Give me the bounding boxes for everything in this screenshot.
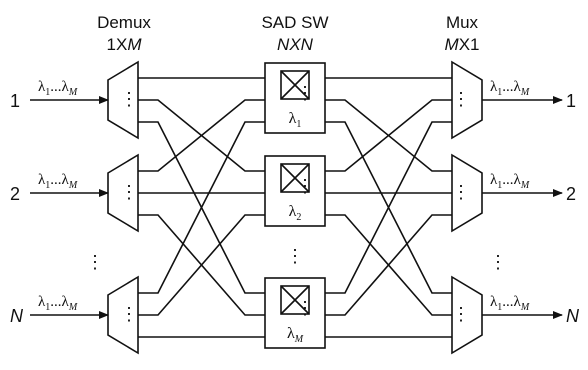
- switch-to-mux-link: [325, 214, 452, 316]
- demux-dots: ⋮: [120, 304, 138, 324]
- output-channel-label: λ1...λM: [490, 172, 530, 191]
- output-port-label: N: [566, 306, 580, 326]
- demux-block: [107, 60, 139, 140]
- port-ellipsis-right: ⋮: [489, 252, 507, 272]
- switch-inner-dots: ⋮: [296, 298, 314, 318]
- output-port-label: 1: [566, 91, 576, 111]
- demux-block: [107, 153, 139, 233]
- switch-wavelength-label: λ1: [289, 110, 302, 130]
- demux-header: Demux: [97, 13, 151, 32]
- demux-to-switch-link: [138, 99, 265, 172]
- input-port-label: N: [10, 306, 24, 326]
- mux-dimension: MX1: [445, 35, 480, 54]
- switch-wavelength-label: λ2: [289, 203, 302, 223]
- input-channel-label: λ1...λM: [38, 79, 78, 98]
- mux-block: [451, 153, 483, 233]
- output-port-label: 2: [566, 184, 576, 204]
- switch-to-mux-link: [325, 121, 452, 294]
- switch-inner-dots: ⋮: [296, 83, 314, 103]
- switch-to-mux-link: [325, 99, 452, 172]
- network-drawing: ⋮ ⋮ ⋮ λ1 ⋮ ⋮ ⋮ λ2 ⋮ ⋮ ⋮ λM 1 1 λ1...λM λ1...λM 2 2 λ1...λM…: [10, 60, 580, 355]
- mux-dots: ⋮: [452, 304, 470, 324]
- input-port-label: 1: [10, 91, 20, 111]
- port-ellipsis-left: ⋮: [86, 252, 104, 272]
- output-channel-label: λ1...λM: [490, 294, 530, 313]
- mux-dots: ⋮: [452, 182, 470, 202]
- switch-cross-icon: [280, 285, 310, 315]
- mux-dots: ⋮: [452, 89, 470, 109]
- mux-header: Mux: [446, 13, 479, 32]
- demux-dots: ⋮: [120, 182, 138, 202]
- demux-dimension: 1XM: [107, 35, 143, 54]
- mux-block: [451, 275, 483, 355]
- output-channel-label: λ1...λM: [490, 79, 530, 98]
- switch-cross-icon: [280, 163, 310, 193]
- demux-dots: ⋮: [120, 89, 138, 109]
- switch-wavelength-label: λM: [287, 325, 304, 345]
- demux-to-switch-link: [138, 121, 265, 294]
- switch-inner-dots: ⋮: [296, 176, 314, 196]
- switch-header: SAD SW: [261, 13, 328, 32]
- switch-cross-icon: [280, 70, 310, 100]
- input-port-label: 2: [10, 184, 20, 204]
- switch-dimension: NXN: [277, 35, 314, 54]
- demux-block: [107, 275, 139, 355]
- input-channel-label: λ1...λM: [38, 294, 78, 313]
- mux-block: [451, 60, 483, 140]
- switch-ellipsis: ⋮: [286, 246, 304, 266]
- input-channel-label: λ1...λM: [38, 172, 78, 191]
- demux-to-switch-link: [138, 214, 265, 316]
